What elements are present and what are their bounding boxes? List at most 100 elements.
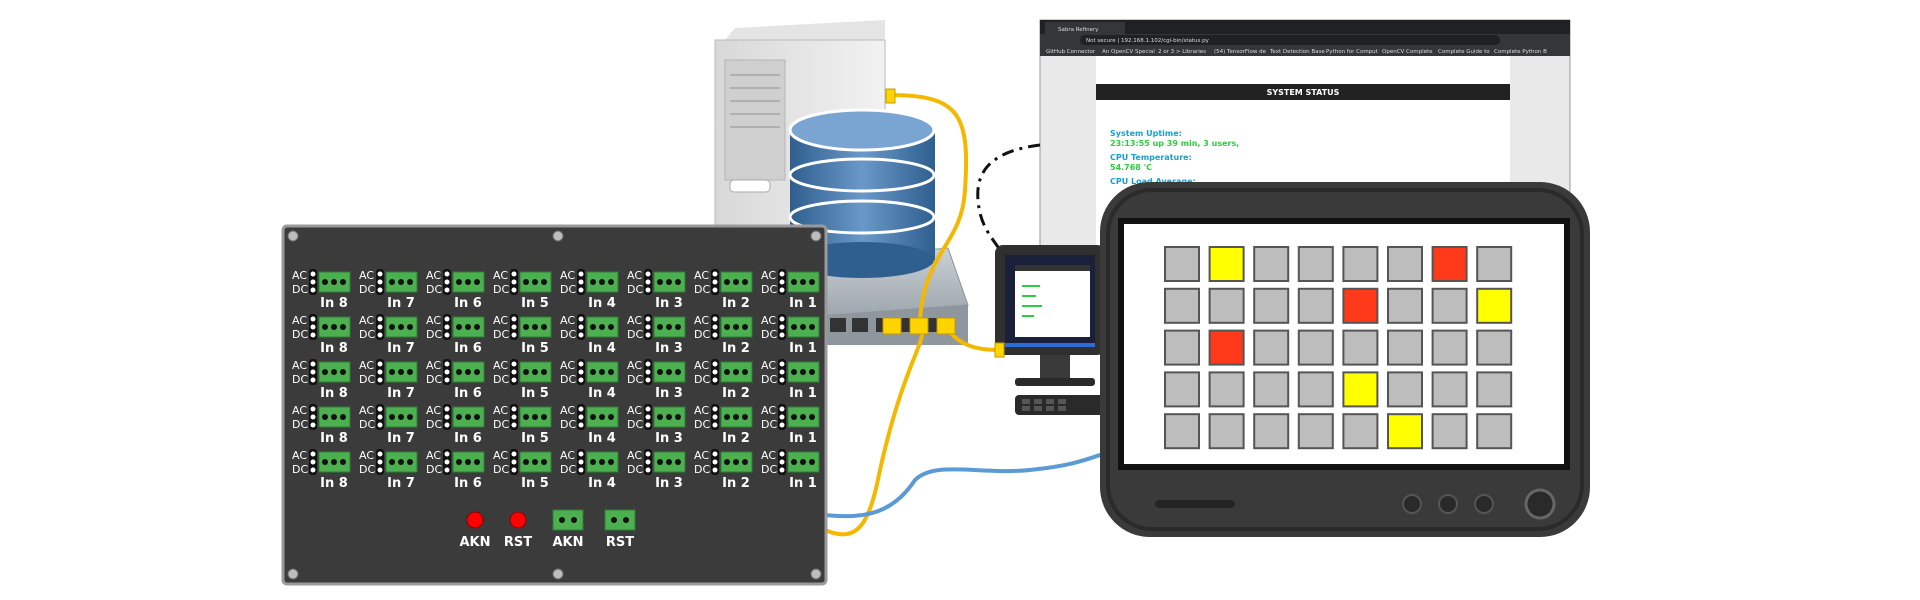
input-label: In 4 — [588, 341, 616, 356]
jumper-pin — [578, 459, 584, 465]
alarm-tile-gray[interactable] — [1476, 329, 1513, 366]
alarm-tile-red[interactable] — [1342, 287, 1379, 324]
alarm-tile-yellow[interactable] — [1387, 413, 1423, 450]
ac-label: AC — [627, 269, 642, 282]
input-label: In 7 — [387, 476, 415, 491]
alarm-tile-gray[interactable] — [1342, 413, 1379, 450]
hmi-button-2[interactable] — [1438, 494, 1458, 514]
alarm-tile-gray[interactable] — [1431, 329, 1468, 366]
alarm-tile-gray[interactable] — [1164, 329, 1200, 366]
jumper-pin — [444, 414, 450, 420]
alarm-tile-gray[interactable] — [1208, 371, 1245, 408]
status-header-bar — [1096, 84, 1510, 100]
bookmark-item[interactable]: 2 or 3 > Libraries — [1158, 49, 1206, 55]
led-indicator[interactable] — [466, 511, 484, 529]
bookmark-item[interactable]: OpenCV Complete — [1382, 49, 1433, 55]
terminal-screw — [331, 279, 337, 285]
led-button[interactable]: AKN — [459, 511, 491, 550]
terminal-screw — [724, 324, 730, 330]
terminal-screw — [322, 414, 328, 420]
terminal-screw — [456, 279, 462, 285]
terminal-screw — [733, 369, 739, 375]
alarm-tile-red[interactable] — [1431, 246, 1468, 282]
terminal-screw — [389, 459, 395, 465]
jumper-pin — [310, 377, 316, 383]
ac-label: AC — [359, 359, 374, 372]
jumper-pin — [645, 414, 651, 420]
jumper-pin — [310, 361, 316, 367]
alarm-tile-gray[interactable] — [1476, 246, 1513, 282]
hmi-button-3[interactable] — [1474, 494, 1494, 514]
jumper-pin — [377, 406, 383, 412]
jumper-pin — [310, 287, 316, 293]
alarm-tile-yellow[interactable] — [1476, 287, 1513, 324]
alarm-tile-yellow[interactable] — [1342, 371, 1379, 408]
dc-label: DC — [560, 283, 576, 296]
alarm-tile-gray[interactable] — [1387, 329, 1423, 366]
alarm-tile-gray[interactable] — [1253, 329, 1290, 366]
jumper-pin — [578, 287, 584, 293]
bookmark-item[interactable]: GitHub Connector — [1046, 49, 1096, 55]
jumper-pin — [377, 467, 383, 473]
bookmark-item[interactable]: Python for Comput — [1326, 49, 1379, 55]
alarm-tile-gray[interactable] — [1164, 371, 1200, 408]
address-bar[interactable] — [1080, 35, 1500, 45]
jumper-pin — [578, 377, 584, 383]
terminal-block — [552, 509, 584, 531]
led-button[interactable]: RST — [504, 511, 532, 550]
alarm-tile-gray[interactable] — [1253, 246, 1290, 282]
alarm-tile-gray[interactable] — [1164, 287, 1200, 324]
alarm-tile-gray[interactable] — [1297, 413, 1334, 450]
terminal-screw — [657, 459, 663, 465]
alarm-tile-gray[interactable] — [1387, 287, 1423, 324]
alarm-tile-yellow[interactable] — [1208, 246, 1245, 282]
alarm-tile-gray[interactable] — [1387, 371, 1423, 408]
hmi-button-1[interactable] — [1402, 494, 1422, 514]
bookmark-item[interactable]: An OpenCV Special — [1102, 49, 1155, 55]
hmi-power-button[interactable] — [1524, 488, 1556, 520]
bookmark-item[interactable]: (54) TensorFlow de — [1214, 49, 1267, 55]
ac-label: AC — [694, 314, 709, 327]
alarm-tile-gray[interactable] — [1342, 329, 1379, 366]
alarm-tile-gray[interactable] — [1431, 287, 1468, 324]
alarm-tile-gray[interactable] — [1342, 246, 1379, 282]
alarm-tile-gray[interactable] — [1297, 246, 1334, 282]
jumper-pin — [712, 271, 718, 277]
alarm-tile-gray[interactable] — [1164, 246, 1200, 282]
alarm-tile-gray[interactable] — [1387, 246, 1423, 282]
terminal-screw — [398, 279, 404, 285]
alarm-tile-gray[interactable] — [1164, 413, 1200, 450]
input-label: In 3 — [655, 476, 683, 491]
jumper-pin — [377, 361, 383, 367]
alarm-tile-gray[interactable] — [1253, 371, 1290, 408]
alarm-tile-gray[interactable] — [1431, 413, 1468, 450]
bookmark-item[interactable]: Text Detection Base — [1269, 49, 1325, 55]
alarm-tile-gray[interactable] — [1297, 371, 1334, 408]
input-label: In 7 — [387, 431, 415, 446]
jumper-pin — [377, 324, 383, 330]
alarm-tile-gray[interactable] — [1253, 413, 1290, 450]
terminal-screw — [599, 459, 605, 465]
alarm-tile-gray[interactable] — [1297, 329, 1334, 366]
jumper-pin — [444, 467, 450, 473]
alarm-tile-red[interactable] — [1208, 329, 1245, 366]
alarm-tile-gray[interactable] — [1476, 371, 1513, 408]
jumper-pin — [712, 377, 718, 383]
bookmark-item[interactable]: Complete Python B — [1494, 49, 1547, 55]
browser-tab[interactable] — [1045, 22, 1125, 34]
terminal-screw — [474, 459, 480, 465]
alarm-tile-gray[interactable] — [1208, 287, 1245, 324]
terminal-screw — [666, 324, 672, 330]
alarm-tile-gray[interactable] — [1431, 371, 1468, 408]
jumper-pin — [511, 406, 517, 412]
bookmark-item[interactable]: Complete Guide to — [1438, 49, 1490, 55]
alarm-tile-gray[interactable] — [1476, 413, 1513, 450]
alarm-tile-gray[interactable] — [1297, 287, 1334, 324]
alarm-tile-gray[interactable] — [1253, 287, 1290, 324]
alarm-tile-gray[interactable] — [1208, 413, 1245, 450]
led-indicator[interactable] — [509, 511, 527, 529]
